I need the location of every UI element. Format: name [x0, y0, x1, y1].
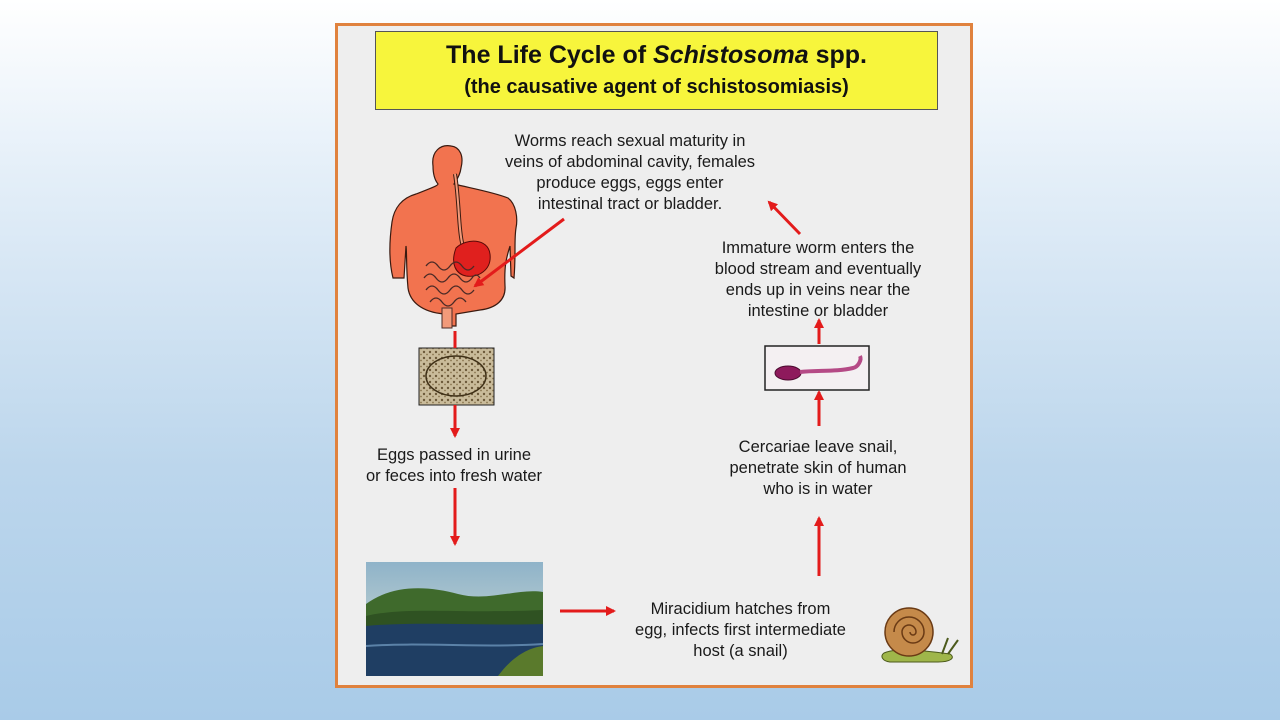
caption-cercariae: Cercariae leave snail, penetrate skin of…	[729, 438, 907, 498]
river-landscape-photo	[365, 562, 544, 676]
caption-worms-mature: Worms reach sexual maturity in veins of …	[504, 132, 756, 213]
cercaria-micrograph	[764, 345, 870, 391]
caption-eggs-passed: Eggs passed in urine or feces into fresh…	[365, 446, 543, 485]
title-box: The Life Cycle of Schistosoma spp. (the …	[375, 31, 938, 110]
diagram-title: The Life Cycle of Schistosoma spp.	[446, 41, 867, 69]
diagram-frame: The Life Cycle of Schistosoma spp. (the …	[335, 23, 973, 688]
egg-micrograph	[418, 347, 495, 406]
snail-illustration	[881, 607, 959, 663]
arrow-worms-to-intestine	[473, 217, 565, 288]
arrow-immature-to-mature	[767, 200, 802, 236]
human-torso-illustration	[389, 145, 518, 329]
diagram-graphics	[365, 145, 959, 676]
caption-miracidium: Miracidium hatches from egg, infects fir…	[635, 600, 846, 660]
diagram-subtitle: (the causative agent of schistosomiasis)	[464, 76, 849, 98]
caption-immature-worm: Immature worm enters the blood stream an…	[714, 239, 922, 320]
